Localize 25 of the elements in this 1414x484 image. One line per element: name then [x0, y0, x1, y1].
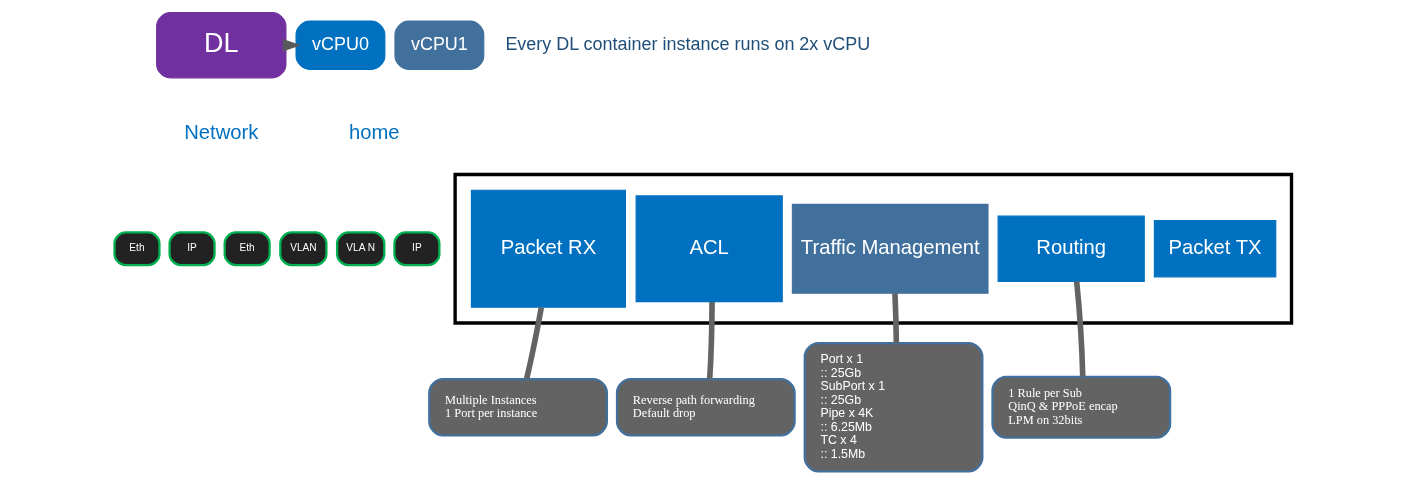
- node-box: IP: [392, 231, 440, 267]
- node-box: Reverse path forwarding Default drop: [615, 378, 796, 437]
- label: Network: [183, 121, 258, 144]
- node-box: Eth: [112, 231, 161, 267]
- connector: [706, 301, 715, 380]
- node-box: VLA N: [335, 231, 385, 267]
- node-box: Multiple Instances 1 Port per instance: [427, 378, 608, 437]
- cluster: [452, 172, 1293, 325]
- connector: [891, 293, 899, 343]
- node-box: vCPU0: [295, 20, 385, 70]
- node-box: ACL: [635, 195, 783, 303]
- label: Every DL container instance runs on 2x vCPU: [504, 33, 870, 54]
- connector: [523, 307, 544, 380]
- node-box: Packet RX: [470, 189, 626, 308]
- connector: [1073, 281, 1086, 377]
- node-box: Packet TX: [1153, 220, 1276, 278]
- node-box: VLAN: [278, 231, 328, 267]
- node-box: Routing: [997, 215, 1145, 282]
- node-box: Eth: [223, 231, 271, 267]
- label: home: [348, 121, 399, 144]
- node-box: 1 Rule per Sub QinQ & PPPoE encap LPM on 32bits: [990, 375, 1171, 439]
- node-box: IP: [167, 231, 216, 267]
- node-box: Traffic Management: [791, 203, 989, 294]
- node-box: Port x 1 :: 25Gb SubPort x 1 :: 25Gb Pipe x 4K :: 6.25Mb TC x 4 :: 1.5Mb: [803, 342, 983, 473]
- node-box: vCPU1: [393, 20, 484, 70]
